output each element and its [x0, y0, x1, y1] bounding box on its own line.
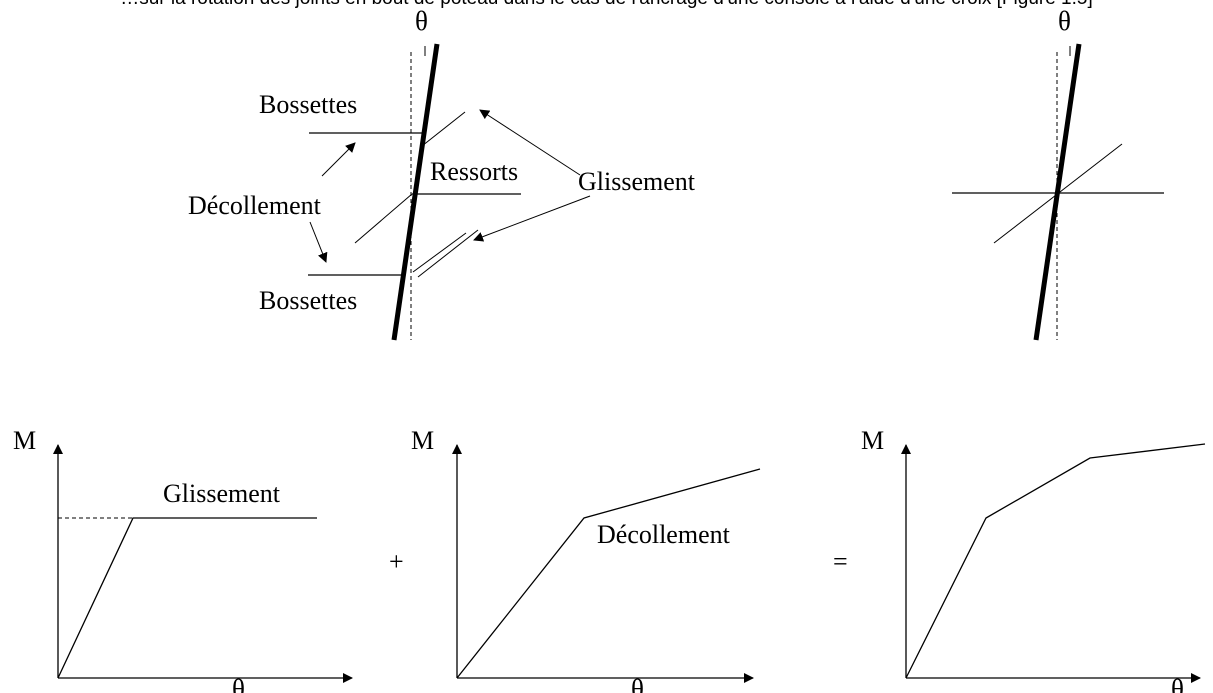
y-axis-label: M	[13, 426, 36, 455]
ressorts-label: Ressorts	[430, 157, 518, 186]
arrow-glissement-bottom	[473, 195, 591, 242]
curve-label: Glissement	[163, 479, 281, 508]
figure-caption-cropped: …sur la rotation des joints en bout de p…	[0, 0, 1213, 11]
arrow-decollement-down	[309, 221, 328, 263]
bossettes-top-label: Bossettes	[259, 90, 357, 119]
arrow-decollement-up	[321, 142, 356, 177]
theta-label-left: θ	[415, 6, 428, 36]
glissement-diagonal-top	[421, 111, 466, 147]
glissement-diagonal-bottom-a	[412, 232, 467, 273]
curve-glissement	[57, 517, 317, 679]
graph-glissement: M θ Glissement	[13, 426, 353, 693]
theta-label-right: θ	[1058, 6, 1071, 36]
curve-combined	[905, 443, 1206, 679]
glissement-label: Glissement	[578, 167, 696, 196]
plus-sign: +	[389, 547, 404, 576]
column-thick-right	[1033, 43, 1082, 341]
curve-decollement	[456, 468, 761, 679]
glissement-diagonal-middle	[354, 193, 413, 244]
column-thick	[391, 43, 440, 341]
curve-label: Décollement	[597, 520, 731, 549]
simplified-model-diagram: θ	[952, 6, 1164, 341]
y-axis-label: M	[411, 426, 434, 455]
glissement-diagonal-bottom-b	[417, 229, 479, 278]
decollement-label: Décollement	[188, 191, 322, 220]
diagonal-spring-right	[993, 143, 1123, 244]
arrow-glissement-top	[479, 109, 581, 176]
graph-combined: M θ	[861, 426, 1206, 693]
bossettes-bottom-label: Bossettes	[259, 286, 357, 315]
graph-decollement: M θ Décollement	[411, 426, 761, 693]
x-axis-label: θ	[232, 674, 245, 693]
x-axis-label: θ	[631, 674, 644, 693]
y-axis-label: M	[861, 426, 884, 455]
x-axis-label: θ	[1171, 674, 1184, 693]
joint-detail-diagram: θ Bossettes Ressorts Glissement Décollem…	[188, 6, 696, 341]
equals-sign: =	[833, 547, 848, 576]
